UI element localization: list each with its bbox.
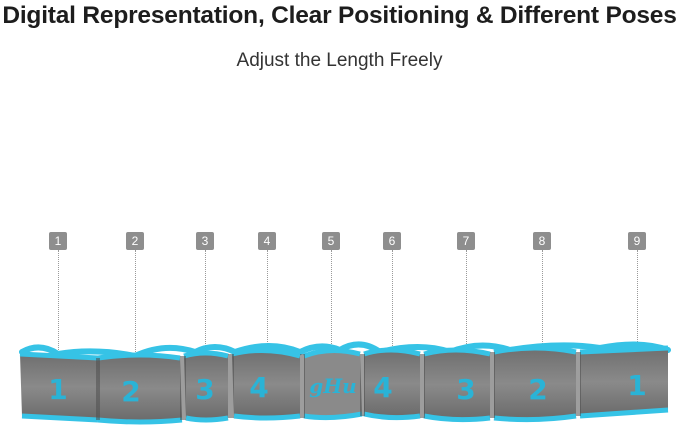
band-number-4: 4 xyxy=(249,371,268,404)
marker-4: 4 xyxy=(258,232,276,250)
marker-5: 5 xyxy=(322,232,340,250)
band-number-2: 2 xyxy=(121,375,140,408)
marker-3-line xyxy=(204,250,206,360)
marker-1-line xyxy=(57,250,59,360)
band-loop-9 xyxy=(579,345,669,419)
band-number-4-right: 4 xyxy=(373,371,392,404)
band-loop-2 xyxy=(97,352,183,425)
band-loop-5 xyxy=(303,348,363,421)
band-loop-3 xyxy=(183,350,229,423)
marker-6: 6 xyxy=(383,232,401,250)
marker-9-line xyxy=(636,250,638,360)
band-number-3-right: 3 xyxy=(456,373,475,406)
subheadline: Adjust the Length Freely xyxy=(236,50,443,71)
marker-2: 2 xyxy=(126,232,144,250)
stretch-band-illustration: 1 2 3 4 gHu 4 3 2 1 xyxy=(19,341,671,425)
marker-4-line xyxy=(266,250,268,360)
band-loop-6 xyxy=(363,347,421,421)
band-number-1: 1 xyxy=(48,373,67,406)
brand-text-fragment: gHu xyxy=(309,374,356,398)
marker-3: 3 xyxy=(196,232,214,250)
band-loop-1 xyxy=(19,351,99,423)
headline: Digital Representation, Clear Positionin… xyxy=(2,2,677,29)
marker-1: 1 xyxy=(49,232,67,250)
marker-5-line xyxy=(330,250,332,360)
band-loop-7 xyxy=(423,347,491,423)
band-number-3: 3 xyxy=(195,373,214,406)
band-loop-8 xyxy=(493,345,577,423)
band-fold-shadows xyxy=(96,352,581,420)
marker-9: 9 xyxy=(628,232,646,250)
band-number-2-right: 2 xyxy=(528,373,547,406)
marker-8-line xyxy=(541,250,543,360)
band-number-1-right: 1 xyxy=(627,369,646,402)
marker-8: 8 xyxy=(533,232,551,250)
marker-7: 7 xyxy=(457,232,475,250)
marker-6-line xyxy=(391,250,393,360)
band-loop-4 xyxy=(231,347,301,421)
marker-2-line xyxy=(134,250,136,360)
marker-7-line xyxy=(465,250,467,360)
